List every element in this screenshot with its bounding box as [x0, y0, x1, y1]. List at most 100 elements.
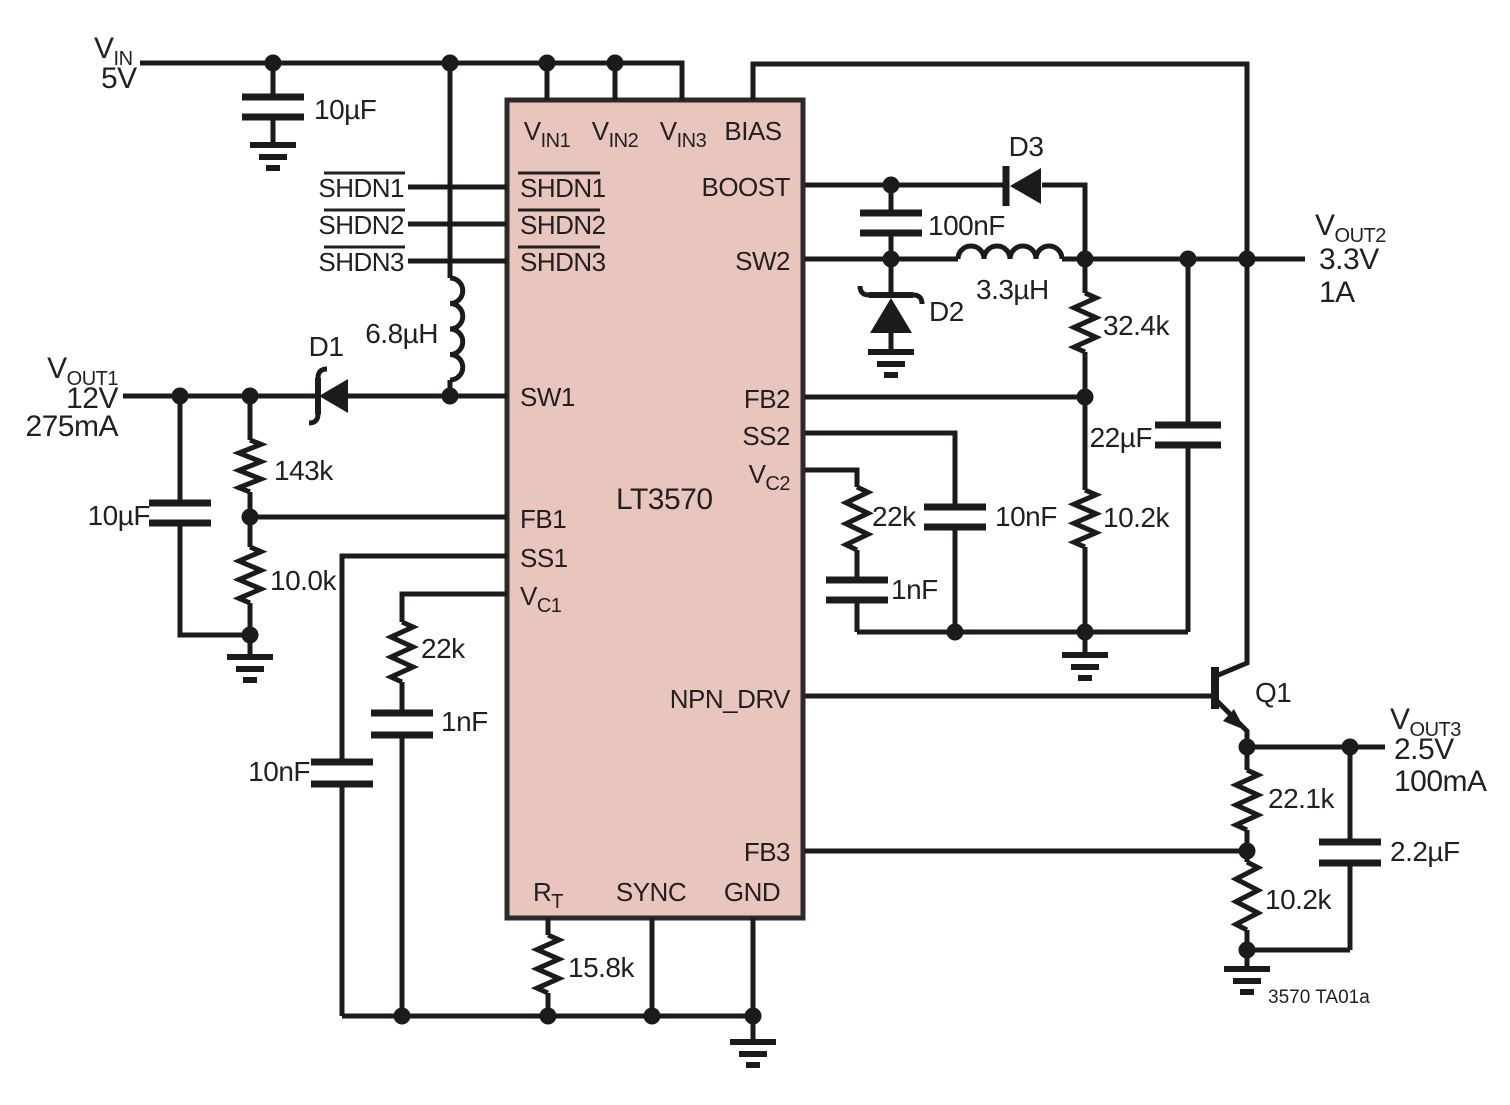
labels: VIN 5V 10µF SHDN1 SHDN2 SHDN3 6.8µH D1 V…: [25, 32, 1487, 1008]
capacitor-cout2: [1155, 421, 1221, 449]
junction-dot: [441, 387, 459, 405]
junction-dot: [946, 623, 964, 641]
junction-dot: [241, 508, 259, 526]
d1-anode-triangle: [319, 379, 348, 413]
overlines: [324, 171, 600, 249]
d3-anode-triangle: [1010, 168, 1041, 204]
capacitor-cout3: [1319, 838, 1381, 867]
diode-d1-schottky: [308, 366, 348, 426]
resistor-10.0k: [232, 544, 268, 606]
r2top-value: 32.4k: [1103, 310, 1170, 341]
wire-vc1: [399, 591, 507, 622]
diodes: [308, 166, 1245, 730]
resistor-22k-vc2: [840, 484, 874, 553]
junction-dot: [1076, 623, 1094, 641]
capacitor-cout1: [149, 499, 211, 527]
junction-dot: [241, 626, 259, 644]
d1-curl-top: [315, 366, 328, 379]
pin-bias: BIAS: [724, 116, 781, 146]
pin-boost: BOOST: [701, 172, 790, 202]
wire-q1-collector: [1215, 259, 1250, 679]
css2-value: 10nF: [995, 501, 1057, 532]
pin-vin3: VIN3: [660, 116, 707, 152]
q1-emitter-arrow: [1223, 709, 1245, 730]
rt-value: 15.8k: [568, 952, 635, 983]
d2-anode-triangle: [870, 298, 912, 333]
cvc1-value: 1nF: [441, 706, 488, 737]
wire-cout1-bottom: [177, 523, 250, 638]
ground-fb1: [227, 657, 273, 680]
d2-curl-left: [857, 285, 870, 298]
cboost-value: 100nF: [928, 210, 1005, 241]
pin-rt: RT: [533, 877, 563, 913]
pin-gnd: GND: [724, 877, 780, 907]
r2bot-value: 10.2k: [1103, 502, 1170, 533]
cin-value: 10µF: [314, 94, 376, 125]
pin-ss2: SS2: [742, 421, 790, 451]
pin-sync: SYNC: [616, 877, 686, 907]
junction-dot: [1238, 250, 1256, 268]
junction-dot: [393, 1007, 411, 1025]
r1bot-value: 10.0k: [270, 565, 337, 596]
junction-dot: [882, 176, 900, 194]
shdn2-input-label: SHDN2: [318, 210, 404, 240]
vout2-voltage: 3.3V: [1319, 243, 1379, 276]
wire-vc2: [805, 467, 860, 487]
l1-value: 6.8µH: [365, 318, 438, 349]
resistor-22.1k: [1229, 767, 1265, 833]
pin-shdn1: SHDN1: [520, 173, 606, 203]
vout3-current: 100mA: [1394, 765, 1487, 798]
q1-ref: Q1: [1255, 677, 1291, 708]
junction-dot: [1179, 250, 1197, 268]
capacitor-cvc2: [826, 576, 888, 604]
vout2-label: VOUT2: [1315, 209, 1386, 247]
junction-dots: [171, 54, 1359, 1025]
ic-body-lt3570: [504, 97, 806, 921]
ic-pin-labels: VIN1 VIN2 VIN3 BIAS SHDN1 SHDN2 SHDN3 SW…: [520, 116, 792, 913]
capacitor-cin: [242, 93, 304, 121]
junction-dot: [744, 1007, 762, 1025]
cout2-value: 22µF: [1090, 422, 1152, 453]
inductor-l1: [449, 275, 466, 383]
capacitor-css1: [311, 758, 373, 788]
junction-dot: [264, 54, 282, 72]
d3-ref: D3: [1009, 131, 1044, 162]
pin-fb3: FB3: [744, 837, 790, 867]
junction-dot: [538, 54, 556, 72]
figure-id: 3570 TA01a: [1268, 987, 1370, 1008]
r1top-value: 143k: [274, 455, 334, 486]
pin-sw1: SW1: [520, 382, 575, 412]
capacitors: [149, 93, 1381, 867]
pin-fb2: FB2: [744, 384, 790, 414]
d2-ref: D2: [929, 296, 964, 327]
junction-dot: [1238, 941, 1256, 959]
resistor-22k-vc1: [384, 619, 420, 685]
pin-vc1: VC1: [520, 581, 562, 617]
r3top-value: 22.1k: [1268, 783, 1335, 814]
junction-dot: [1341, 738, 1359, 756]
resistor-143k: [232, 437, 268, 495]
resistor-10.2k-fb3: [1230, 859, 1264, 933]
ic-part-number: LT3570: [616, 483, 713, 516]
d2-curl-right: [912, 292, 925, 305]
resistor-32.4k: [1067, 290, 1103, 355]
shdn3-input-label: SHDN3: [318, 247, 404, 277]
pin-fb1: FB1: [520, 504, 566, 534]
capacitor-css2: [924, 503, 986, 531]
vout1-voltage: 12V: [66, 382, 118, 415]
wire-ss2: [805, 430, 958, 507]
pin-npn-drv: NPN_DRV: [670, 684, 791, 714]
d1-ref: D1: [309, 331, 344, 362]
vin-voltage: 5V: [101, 62, 137, 95]
vout1-label: VOUT1: [47, 352, 118, 390]
junction-dot: [171, 387, 189, 405]
junction-dot: [539, 1007, 557, 1025]
ground-cin: [250, 145, 296, 168]
vin-label: VIN: [94, 32, 133, 70]
rvc2-value: 22k: [872, 501, 917, 532]
junction-dot: [606, 54, 624, 72]
junction-dot: [882, 250, 900, 268]
pin-sw2: SW2: [735, 246, 790, 276]
pin-vin1: VIN1: [524, 116, 571, 152]
